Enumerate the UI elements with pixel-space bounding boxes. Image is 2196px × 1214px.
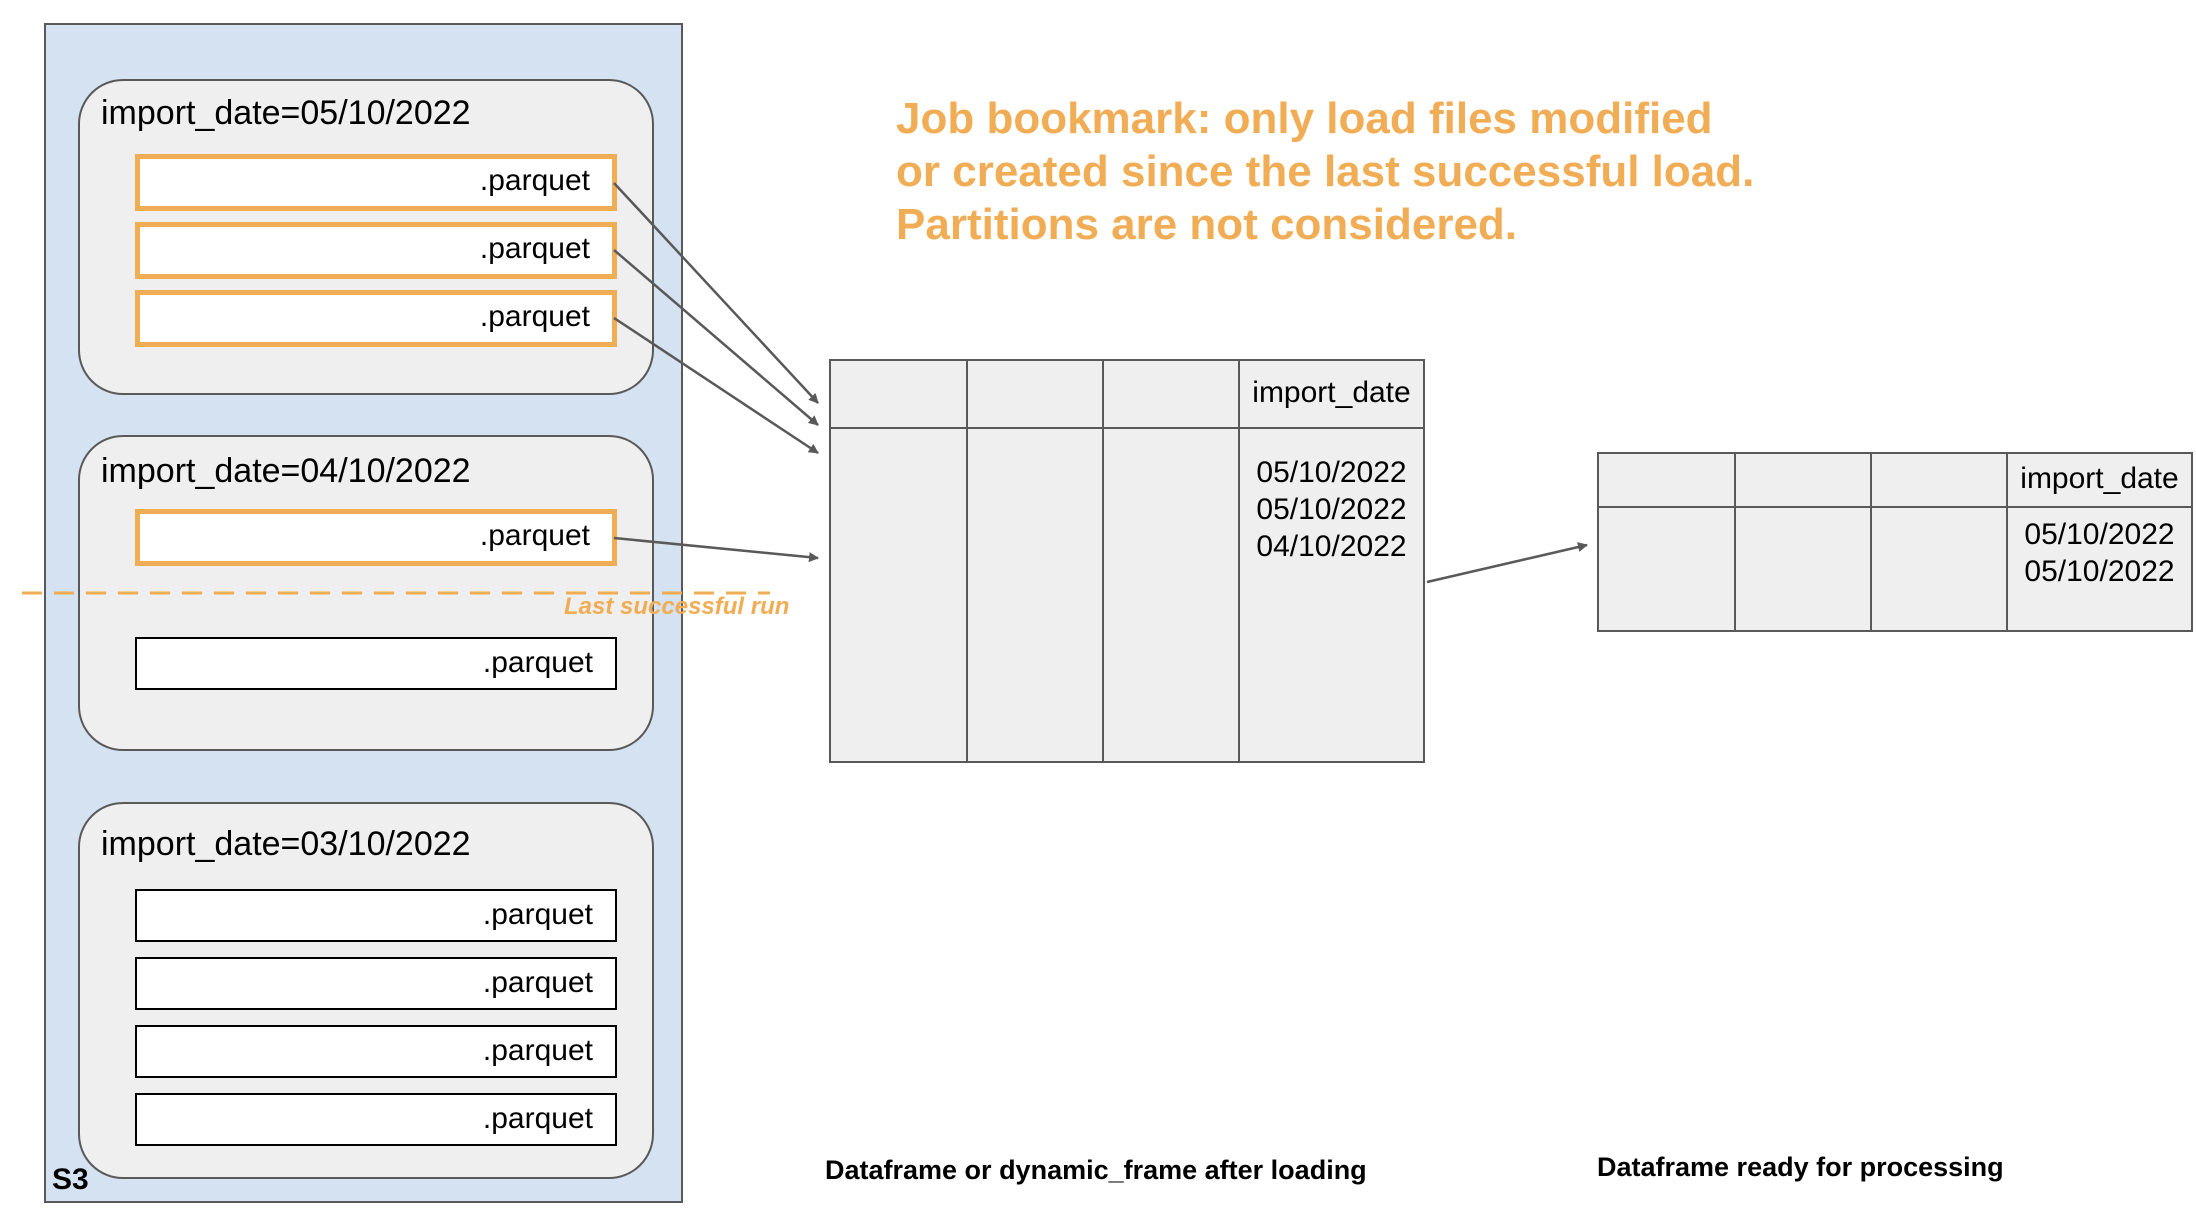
column-header-import-date: import_date: [2020, 462, 2179, 495]
note-line: or created since the last successful loa…: [896, 147, 1755, 196]
table-body-cell: [1734, 506, 1872, 632]
note-line: Partitions are not considered.: [896, 200, 1518, 249]
processed-dataframe-caption: Dataframe ready for processing: [1597, 1152, 2004, 1182]
cell-value: 05/10/2022: [1256, 456, 1407, 489]
arrow-file-to-dataframe: [613, 182, 819, 404]
partition-04-10-2022: [78, 435, 654, 751]
file-parquet: .parquet: [135, 889, 617, 942]
file-parquet: .parquet: [135, 957, 617, 1010]
table-body-cell: [2006, 506, 2193, 632]
table-header-cell: [2006, 452, 2193, 508]
file-parquet: .parquet: [135, 637, 617, 690]
cell-value: 05/10/2022: [2024, 555, 2175, 588]
note-line: Job bookmark: only load files modified: [896, 94, 1713, 143]
s3-label: S3: [52, 1163, 89, 1196]
file-parquet: .parquet: [135, 222, 617, 279]
table-body-cell: [1870, 506, 2008, 632]
partition-title: import_date=03/10/2022: [101, 825, 471, 863]
loaded-dataframe-caption: Dataframe or dynamic_frame after loading: [825, 1155, 1367, 1185]
partition-title: import_date=05/10/2022: [101, 94, 471, 132]
cell-value: 05/10/2022: [2024, 518, 2175, 551]
table-body-cell: [1597, 506, 1736, 632]
table-body-cell: [1238, 427, 1425, 763]
column-header-import-date: import_date: [1252, 376, 1411, 409]
cell-value: 05/10/2022: [1256, 493, 1407, 526]
partition-title: import_date=04/10/2022: [101, 452, 471, 490]
file-parquet: .parquet: [135, 1093, 617, 1146]
arrow-file-to-dataframe: [613, 316, 819, 455]
arrow-file-to-dataframe: [613, 536, 819, 563]
table-header-cell: [1102, 359, 1240, 429]
file-parquet: .parquet: [135, 509, 617, 566]
table-header-cell: [1734, 452, 1872, 508]
file-parquet: .parquet: [135, 1025, 617, 1078]
job-bookmark-note: Job bookmark: only load files modified o…: [896, 92, 1754, 251]
table-body-cell: [829, 427, 968, 763]
file-parquet: .parquet: [135, 154, 617, 211]
last-successful-run-label: Last successful run: [564, 593, 790, 620]
arrow-file-to-dataframe: [613, 249, 819, 426]
cell-value: 04/10/2022: [1256, 530, 1407, 563]
arrow-dataframe-to-processed: [1426, 542, 1588, 584]
file-parquet: .parquet: [135, 290, 617, 347]
